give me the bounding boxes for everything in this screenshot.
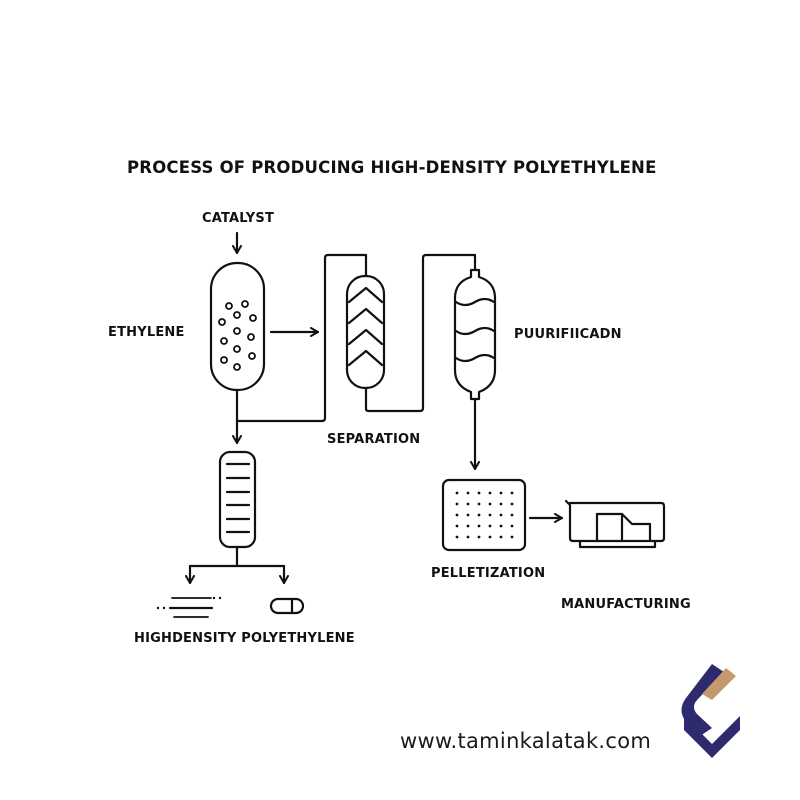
- pellet-dot: [499, 535, 503, 539]
- capsule-output-icon: [269, 597, 305, 615]
- label-separation: SEPARATION: [327, 432, 421, 447]
- separator-to-purifier-pipe: [364, 253, 477, 413]
- pellet-dot: [477, 502, 481, 506]
- output-split-arrows: [185, 545, 289, 585]
- pellet-dot: [488, 491, 492, 495]
- separator-column: [345, 274, 386, 390]
- company-logo: [681, 664, 740, 758]
- purifier-column: [453, 268, 497, 471]
- pellet-dot: [510, 491, 514, 495]
- pellet-dot: [455, 491, 459, 495]
- pellet-dot: [510, 535, 514, 539]
- pellet-dot: [466, 535, 470, 539]
- film-output-icon: [156, 596, 222, 618]
- catalyst-particles: [218, 300, 257, 371]
- pellet-dot: [510, 502, 514, 506]
- pellet-dot: [477, 513, 481, 517]
- label-hdpe: HIGHDENSITY POLYETHYLENE: [134, 631, 355, 646]
- pellet-dot: [455, 513, 459, 517]
- label-ethylene: ETHYLENE: [108, 325, 185, 340]
- pellet-dot: [466, 524, 470, 528]
- pellet-dot: [488, 524, 492, 528]
- pellet-dot: [455, 535, 459, 539]
- pellet-dot: [466, 491, 470, 495]
- tray-column: [218, 450, 257, 549]
- pellet-dot: [488, 535, 492, 539]
- pellet-dot: [499, 491, 503, 495]
- pelletizer-box: [441, 478, 527, 552]
- pellet-dots: [455, 491, 514, 539]
- diagram-title: PROCESS OF PRODUCING HIGH-DENSITY POLYET…: [127, 158, 657, 177]
- pellet-dot: [488, 513, 492, 517]
- label-purification: PUURIFIICADN: [514, 327, 622, 342]
- pellet-dot: [455, 524, 459, 528]
- pellet-dot: [477, 491, 481, 495]
- pellet-dot: [499, 502, 503, 506]
- pellet-dot: [499, 524, 503, 528]
- pellet-dot: [466, 502, 470, 506]
- pellet-dot: [488, 502, 492, 506]
- label-manufacturing: MANUFACTURING: [561, 597, 691, 612]
- pellet-dot: [477, 535, 481, 539]
- recycle-pipe: [232, 253, 368, 445]
- pellet-dot: [466, 513, 470, 517]
- label-catalyst: CATALYST: [202, 211, 275, 226]
- manufacturing-machine-icon: [564, 499, 666, 549]
- pellet-dot: [510, 513, 514, 517]
- reactor-vessel: [209, 261, 266, 392]
- pellet-dot: [455, 502, 459, 506]
- pellet-dot: [510, 524, 514, 528]
- label-pelletization: PELLETIZATION: [431, 566, 546, 581]
- pellet-dot: [499, 513, 503, 517]
- logo-accent-shape: [702, 668, 736, 700]
- pellet-dot: [477, 524, 481, 528]
- website-link[interactable]: www.taminkalatak.com: [400, 729, 652, 753]
- logo-chevron-shape: [684, 716, 740, 758]
